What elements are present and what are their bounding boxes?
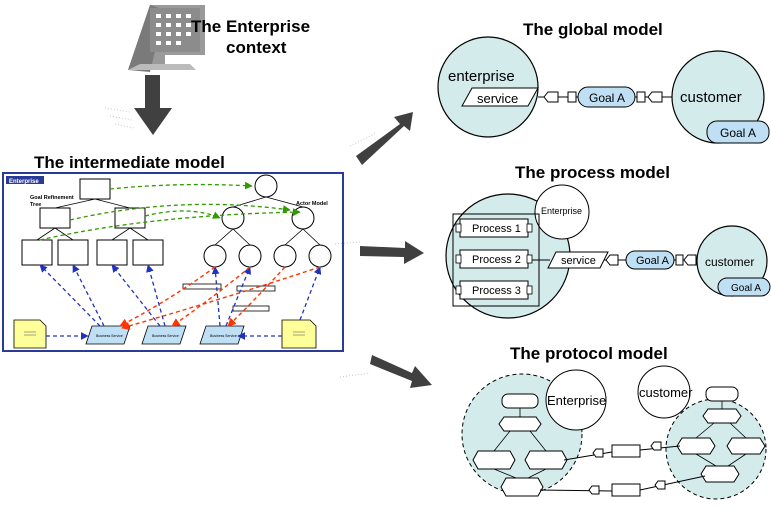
goal-node	[79, 178, 111, 200]
goal-node	[132, 239, 164, 266]
actor-node	[273, 244, 297, 268]
port-icon	[543, 91, 559, 103]
intermediate-header: Enterprise	[9, 179, 39, 185]
business-service-label: Business Service	[210, 334, 237, 338]
actor-node	[254, 174, 278, 198]
port-icon	[567, 91, 577, 103]
actor-node	[308, 244, 332, 268]
note-shape	[281, 319, 317, 349]
global-service-shape	[461, 87, 539, 107]
process-2-label: Process 2	[472, 254, 521, 266]
process-goal-label: Goal A	[636, 255, 670, 267]
global-enterprise-circle	[437, 36, 539, 138]
port-icon	[636, 91, 646, 103]
process-service-shape	[547, 251, 609, 269]
protocol-enterprise-label: Enterprise	[547, 393, 606, 408]
protocol-model	[461, 365, 767, 500]
enterprise-building-icon	[128, 5, 205, 72]
red-dashed-links	[119, 266, 321, 330]
goal-node	[21, 239, 53, 266]
arrow-to-process	[360, 241, 424, 264]
arrow-to-protocol	[370, 355, 432, 388]
arrow-to-global	[356, 112, 413, 165]
actor-node	[238, 244, 262, 268]
process-customer-label: customer	[705, 255, 754, 269]
process-goal-shape	[625, 250, 675, 270]
protocol-title: The protocol model	[510, 344, 668, 363]
goal-node	[39, 207, 71, 229]
port-icon	[683, 254, 697, 266]
note-shape	[13, 319, 47, 349]
global-goal-shape	[577, 86, 636, 108]
global-customer-goal-shape	[706, 120, 770, 144]
global-enterprise-label: enterprise	[448, 68, 515, 85]
process-enterprise-badge	[534, 184, 590, 240]
process-enterprise-label: Enterprise	[541, 206, 582, 216]
process-customer-goal-label: Goal A	[731, 283, 761, 294]
context-title-line2: context	[226, 38, 287, 57]
goal-tree-label-2: Tree	[30, 202, 41, 208]
goal-node	[96, 239, 128, 266]
actor-model-label: Actor Model	[296, 201, 328, 207]
process-service-label: service	[561, 255, 596, 267]
process-title: The process model	[515, 163, 670, 182]
global-service-label: service	[477, 91, 518, 106]
context-title-line1: The Enterprise	[191, 17, 310, 36]
intermediate-title: The intermediate model	[34, 153, 225, 172]
goal-node	[57, 239, 89, 266]
shadow-dots-right	[334, 132, 377, 378]
process-model	[445, 184, 771, 319]
blue-dashed-links	[39, 264, 322, 340]
global-title: The global model	[523, 20, 663, 39]
business-service-label: Business Service	[96, 334, 123, 338]
port-icon	[605, 254, 619, 266]
goal-tree-label-1: Goal Refinement	[30, 195, 74, 201]
protocol-enterprise-badge	[545, 369, 607, 431]
port-icon	[647, 91, 663, 103]
actor-node	[221, 206, 245, 230]
port-icon	[675, 254, 684, 266]
process-3-label: Process 3	[472, 285, 521, 297]
protocol-customer-circle	[665, 398, 767, 500]
process-customer-goal-shape	[717, 277, 771, 297]
shadow-dots-down	[104, 107, 135, 129]
protocol-customer-label: customer	[639, 385, 693, 400]
global-model	[437, 36, 770, 144]
protocol-customer-badge	[637, 365, 691, 419]
global-goal-label: Goal A	[589, 91, 625, 105]
actor-node	[291, 206, 315, 230]
business-service-label: Business Service	[152, 334, 179, 338]
down-arrow	[134, 75, 172, 135]
global-customer-label: customer	[680, 89, 742, 106]
process-1-label: Process 1	[472, 223, 521, 235]
green-dashed-links	[39, 181, 301, 241]
actor-node	[203, 244, 227, 268]
global-customer-goal-label: Goal A	[720, 126, 756, 140]
intermediate-model-frame: Enterprise Goal Refinement Tree Actor Mo…	[2, 172, 344, 352]
